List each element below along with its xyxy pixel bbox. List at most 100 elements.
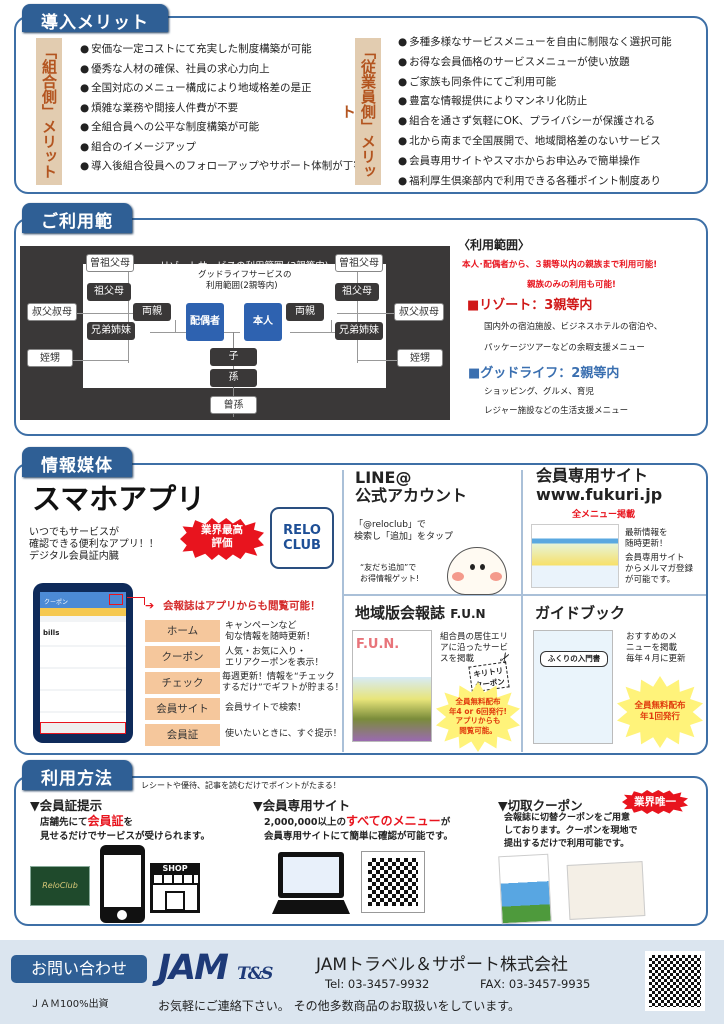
- union-merit-item: 全組合員への公平な制度構築が可能: [80, 118, 364, 138]
- employee-merit-label: 「従業員側」メリット: [339, 38, 381, 185]
- resort-title: ■リゾート：3親等内: [467, 298, 593, 313]
- range-note-2: 親族のみの利用も可能!: [527, 280, 616, 290]
- employee-merit-item: 北から南まで全国展開で、地域間格差のないサービス: [398, 132, 672, 152]
- node-uncle-aunt-right: 叔父叔母: [394, 303, 444, 321]
- app-desc-3: デジタル会員証内臓: [29, 551, 119, 562]
- union-merit-item: 全国対応のメニュー構成により地域格差の是正: [80, 79, 364, 99]
- site-screenshot: [531, 524, 619, 588]
- guide-title: ガイドブック: [535, 604, 626, 622]
- guide-desc: おすすめのメ ニューを掲載 毎年４月に更新: [626, 632, 686, 664]
- employee-merit-item: お得な会員価格のサービスメニューが使い放題: [398, 53, 672, 73]
- union-merit-item: 安価な一定コストにて充実した制度構築が可能: [80, 40, 364, 60]
- feature-coupon-label: クーポン: [145, 646, 220, 668]
- line-desc: 「@reloclub」で 検索し「追加」をタップ: [354, 520, 454, 542]
- goodlife-desc-1: ショッピング、グルメ、育児: [484, 387, 594, 397]
- resort-desc-1: 国内外の宿泊施設、ビジネスホテルの宿泊や、: [484, 322, 663, 332]
- employee-merit-list: 多種多様なサービスメニューを自由に制限なく選択可能 お得な会員価格のサービスメニ…: [398, 33, 672, 191]
- node-uncle-aunt-left: 叔父叔母: [27, 303, 77, 321]
- footer-tel: Tel: 03-3457-9932: [325, 977, 430, 991]
- footer-note: ＪＡＭ100%出資: [30, 999, 109, 1010]
- site-title: 会員専用サイト www.fukuri.jp: [536, 466, 663, 504]
- employee-merit-item: ご家族も同条件にてご利用可能: [398, 73, 672, 93]
- range-note-1: 本人･配偶者から、３親等以内の親族まで利用可能!: [462, 260, 658, 270]
- usage-tab: 利用方法: [22, 760, 132, 790]
- feature-check-desc: 毎週更新！情報を“チェックするだけ”でギフトが貯まる！: [222, 672, 344, 693]
- range-tab: ご利用範囲: [22, 203, 132, 257]
- feature-member-card-desc: 使いたいときに、すぐ提示！: [225, 729, 342, 739]
- node-siblings-right: 兄弟姉妹: [335, 322, 383, 340]
- union-merit-item: 組合のイメージアップ: [80, 138, 364, 158]
- feature-home-label: ホーム: [145, 620, 220, 642]
- node-self: 本人: [244, 303, 282, 341]
- employee-merit-item: 福利厚生倶楽部内で利用できる各種ポイント制度あり: [398, 172, 672, 192]
- site-desc-2: 会員専用サイト からメルマガ登録 が可能です。: [625, 553, 694, 585]
- callout-arrow-head: ➔: [145, 599, 155, 612]
- phone-tab-bar: [40, 722, 126, 734]
- usage-card-title: ▼会員証提示: [30, 798, 103, 813]
- node-nephew-niece-left: 姪甥: [27, 349, 73, 367]
- guide-cover: ふくりの入門書: [533, 630, 613, 744]
- line-mascot-icon: [447, 547, 507, 595]
- jam-logo: JAM T&S: [158, 948, 273, 988]
- union-merit-item: 煩雑な業務や間接人件費が不要: [80, 99, 364, 119]
- range-heading: 〈利用範囲〉: [458, 238, 531, 252]
- app-callout: 会報誌はアプリからも閲覧可能！: [163, 600, 321, 612]
- goodlife-title: ■グッドライフ：2親等内: [468, 366, 620, 381]
- usage-site-title: ▼会員専用サイト: [253, 798, 351, 813]
- usage-card-line1: 店舗先にて会員証を: [40, 814, 134, 828]
- usage-site-line1: 2,000,000以上のすべてのメニューが: [264, 814, 451, 828]
- site-qr-code: [361, 851, 425, 913]
- app-desc-2: 確認できる便利なアプリ！！: [29, 539, 159, 550]
- node-grandparents-left: 祖父母: [87, 283, 131, 301]
- site-desc-1: 最新情報を 随時更新！: [625, 528, 668, 549]
- app-desc-1: いつでもサービスが: [29, 527, 119, 538]
- top-rated-badge: 業界最高 評価: [180, 518, 264, 560]
- phone-menu-icon: [109, 594, 123, 605]
- feature-home-desc: キャンペーンなど旬な情報を随時更新！: [225, 621, 316, 642]
- fun-title: 地域版会報誌 F.U.N: [355, 604, 486, 622]
- contact-button[interactable]: お問い合わせ: [11, 955, 147, 983]
- smartphone-icon: [100, 845, 145, 923]
- node-nephew-niece-right: 姪甥: [397, 349, 443, 367]
- union-merit-list: 安価な一定コストにて充実した制度構築が可能 優秀な人材の確保、社員の求心力向上 …: [80, 40, 364, 177]
- callout-arrow: [127, 597, 145, 605]
- node-spouse: 配偶者: [186, 303, 224, 341]
- member-card-image: ReloClub: [30, 866, 90, 906]
- fun-desc: 組合員の居住エリ アに沿ったサービ スを掲載: [440, 632, 509, 664]
- node-great-grandchild: 曾孫: [210, 396, 257, 414]
- employee-merit-item: 多種多様なサービスメニューを自由に制限なく選択可能: [398, 33, 672, 53]
- employee-merit-item: 組合を通さず気軽にOK、プライバシーが保護される: [398, 112, 672, 132]
- phone-list-item: bills: [40, 622, 126, 645]
- union-merit-label: 「組合側」メリット: [36, 38, 62, 185]
- resort-desc-2: パッケージツアーなどの余暇支援メニュー: [484, 343, 645, 353]
- node-grandchild: 孫: [210, 369, 257, 387]
- usage-coupon-desc: 会報誌に切替クーポンをご用意 しております。クーポンを現地で 提出するだけで利用…: [504, 813, 638, 849]
- goodlife-caption-1: グッドライフサービスの: [198, 270, 292, 280]
- usage-coupon-title: ▼切取クーポン: [498, 798, 583, 813]
- employee-merit-item: 豊富な情報提供によりマンネリ化防止: [398, 92, 672, 112]
- feature-check-label: チェック: [145, 672, 220, 694]
- footer-message: お気軽にご連絡下さい。 その他多数商品のお取扱いをしています。: [158, 999, 521, 1013]
- node-great-grandparents-left: 曽祖父母: [86, 254, 134, 272]
- line-sub: “友だち追加”で お得情報ゲット!: [360, 563, 420, 583]
- node-parents-left: 両親: [133, 303, 171, 321]
- goodlife-caption-2: 利用範囲(2親等内): [206, 281, 278, 291]
- app-phone-mockup: クーポン bills: [33, 583, 133, 743]
- app-title: スマホアプリ: [32, 482, 206, 516]
- union-merit-item: 導入後組合役員へのフォローアップやサポート体制が丁寧: [80, 157, 364, 177]
- usage-site-line2: 会員専用サイトにて簡単に確認が可能です。: [264, 831, 454, 842]
- usage-card-line2: 見せるだけでサービスが受けられます。: [40, 831, 211, 842]
- family-range-diagram: リゾートサービスの利用範囲 (3親等内) グッドライフサービスの 利用範囲(2親…: [20, 246, 450, 420]
- feature-member-site-label: 会員サイト: [145, 698, 220, 720]
- union-merit-item: 優秀な人材の確保、社員の求心力向上: [80, 60, 364, 80]
- phone-header: クーポン: [40, 592, 126, 608]
- media-tab: 情報媒体: [22, 447, 132, 477]
- coupon-spread-image: [566, 861, 646, 920]
- site-tag: 全メニュー掲載: [572, 510, 636, 520]
- feature-member-card-label: 会員証: [145, 724, 220, 746]
- laptop-icon: [272, 852, 350, 916]
- employee-merit-item: 会員専用サイトやスマホからお申込みで簡単操作: [398, 152, 672, 172]
- coupon-magazine-image: [498, 853, 552, 925]
- usage-subtitle: レシートや優待、記事を読むだけでポイントがたまる！: [141, 781, 341, 790]
- relo-club-logo: RELO CLUB: [270, 507, 334, 569]
